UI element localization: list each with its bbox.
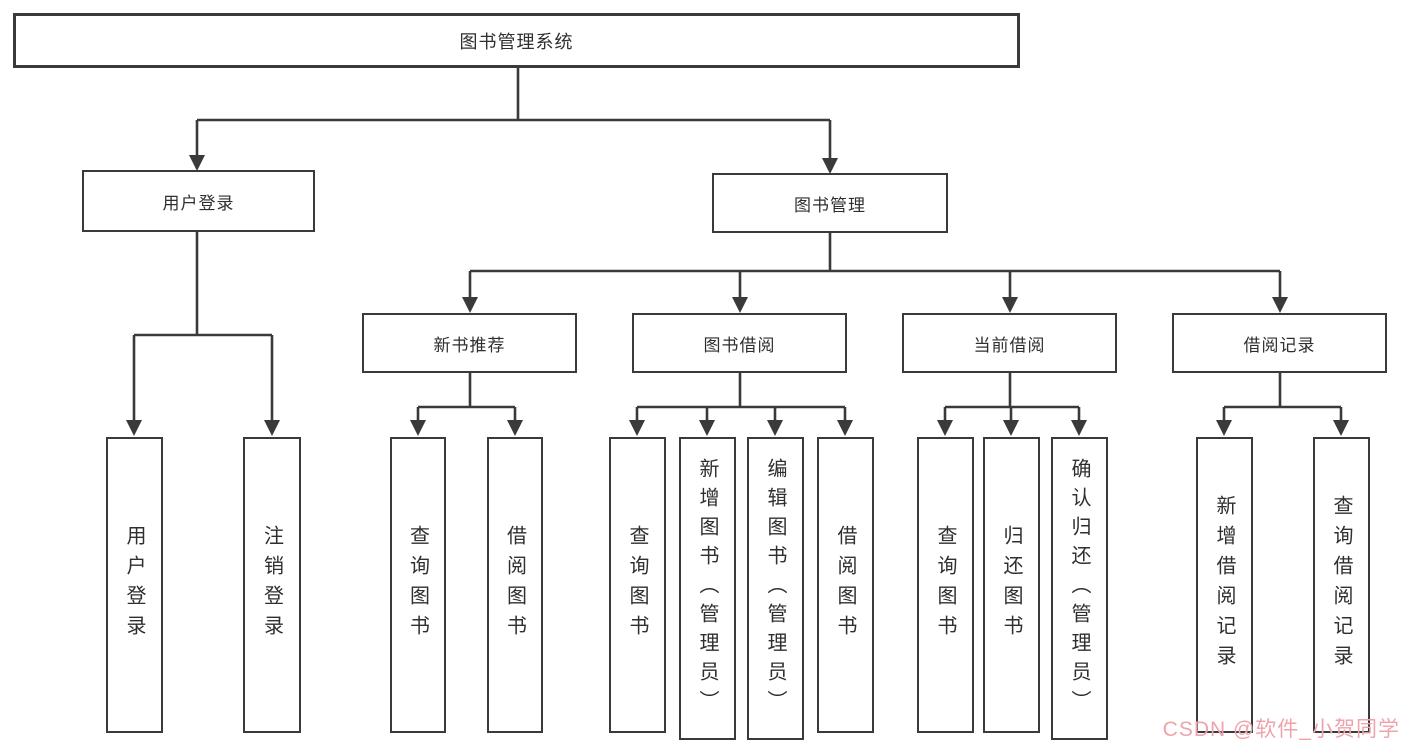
leaf-add-borrow-record: 新增借阅记录 [1196, 437, 1253, 733]
leaf-borrow-books-2: 借阅图书 [817, 437, 874, 733]
leaf-query-books-1: 查询图书 [390, 437, 446, 733]
leaf-label: 新增借阅记录 [1213, 495, 1235, 675]
node-current-borrow: 当前借阅 [902, 313, 1117, 373]
leaf-borrow-books-1: 借阅图书 [487, 437, 543, 733]
node-book-borrow: 图书借阅 [632, 313, 847, 373]
leaf-query-books-2: 查询图书 [609, 437, 666, 733]
node-label: 图书管理系统 [459, 31, 574, 52]
leaf-label: 编辑图书（管理员） [764, 458, 786, 719]
node-label: 借阅记录 [1243, 335, 1316, 355]
leaf-logout: 注销登录 [243, 437, 301, 733]
leaf-label: 查询图书 [626, 525, 648, 645]
leaf-return-books: 归还图书 [983, 437, 1040, 733]
watermark: CSDN @软件_小贺同学 [1162, 718, 1400, 741]
node-new-book-recommend: 新书推荐 [362, 313, 577, 373]
node-label: 当前借阅 [973, 335, 1046, 355]
node-label: 图书借阅 [703, 335, 776, 355]
leaf-label: 借阅图书 [503, 525, 526, 645]
connector-lines [132, 68, 1343, 424]
node-label: 新书推荐 [433, 335, 506, 355]
leaf-add-book-admin: 新增图书（管理员） [679, 437, 736, 740]
leaf-label: 查询图书 [406, 525, 429, 645]
leaf-label: 查询图书 [934, 525, 956, 645]
leaf-user-login: 用户登录 [106, 437, 163, 733]
node-book-management-branch: 图书管理 [712, 173, 948, 233]
leaf-label: 归还图书 [1000, 525, 1022, 645]
leaf-label: 借阅图书 [834, 525, 856, 645]
leaf-query-books-3: 查询图书 [917, 437, 974, 733]
leaf-label: 用户登录 [123, 525, 145, 645]
leaf-label: 查询借阅记录 [1330, 495, 1352, 675]
node-label: 用户登录 [162, 193, 235, 213]
leaf-confirm-return-admin: 确认归还（管理员） [1051, 437, 1108, 740]
node-label: 图书管理 [794, 195, 866, 215]
node-borrow-records: 借阅记录 [1172, 313, 1387, 373]
node-user-login-branch: 用户登录 [82, 170, 315, 232]
leaf-label: 注销登录 [260, 525, 283, 645]
leaf-label: 新增图书（管理员） [696, 458, 718, 719]
leaf-edit-book-admin: 编辑图书（管理员） [747, 437, 804, 740]
leaf-query-borrow-record: 查询借阅记录 [1313, 437, 1370, 733]
node-library-management-system: 图书管理系统 [13, 13, 1020, 68]
leaf-label: 确认归还（管理员） [1068, 458, 1090, 719]
